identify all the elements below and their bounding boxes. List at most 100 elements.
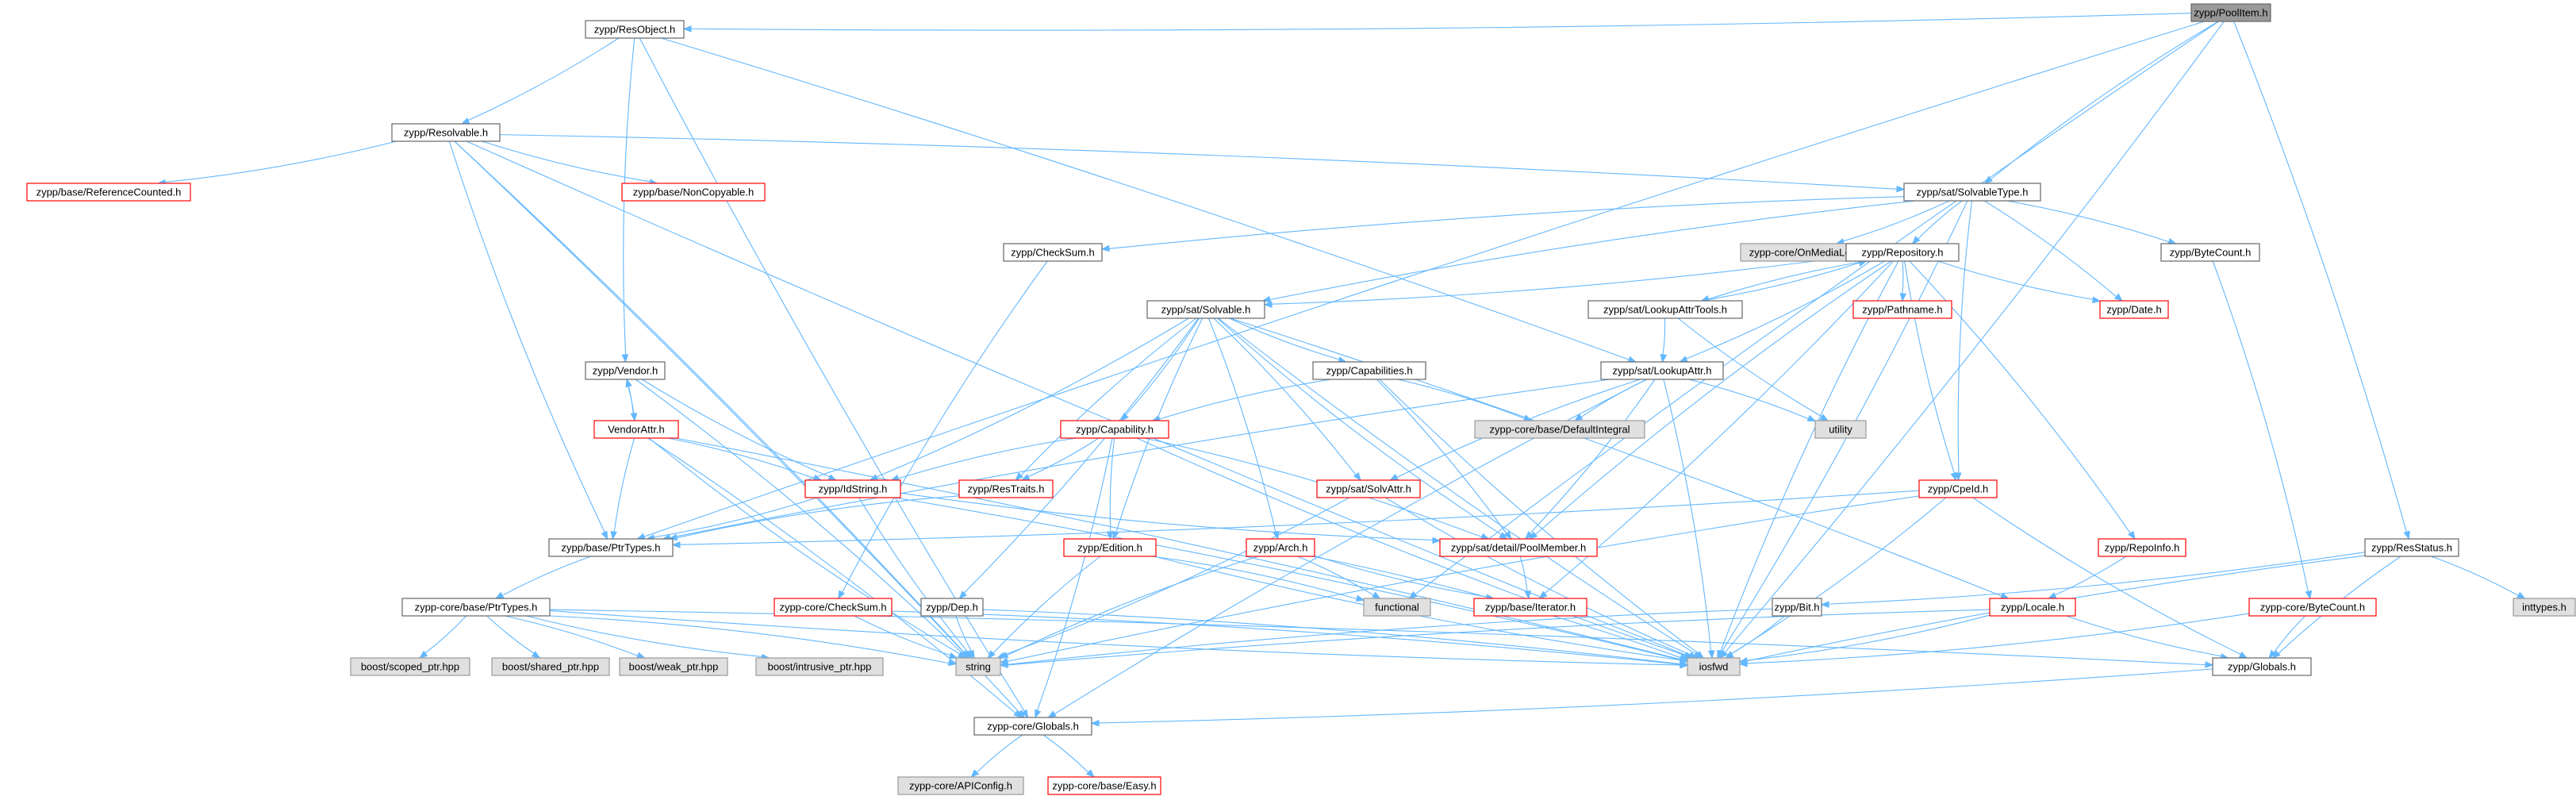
- node-date[interactable]: zypp/Date.h: [2099, 300, 2169, 319]
- node-dep[interactable]: zypp/Dep.h: [920, 598, 984, 617]
- node-check-sum[interactable]: zypp/CheckSum.h: [1003, 243, 1103, 262]
- edge-check-sum-to-core-check-sum: [838, 260, 1048, 600]
- node-arch[interactable]: zypp/Arch.h: [1246, 538, 1315, 557]
- edge-arrowhead: [601, 530, 608, 540]
- edge-arrowhead: [1707, 650, 1715, 660]
- node-res-object[interactable]: zypp/ResObject.h: [585, 20, 685, 39]
- node-capabilities[interactable]: zypp/Capabilities.h: [1312, 361, 1426, 380]
- edge-repository-to-repo-info: [1909, 260, 2136, 540]
- node-resolvable[interactable]: zypp/Resolvable.h: [391, 123, 501, 142]
- edge-arch-to-functional: [1297, 556, 1381, 599]
- node-res-status[interactable]: zypp/ResStatus.h: [2364, 538, 2459, 557]
- node-non-copyable[interactable]: zypp/base/NonCopyable.h: [621, 183, 766, 202]
- node-solvable[interactable]: zypp/sat/Solvable.h: [1146, 300, 1265, 319]
- node-vendor-attr[interactable]: VendorAttr.h: [593, 420, 679, 439]
- node-repo-info[interactable]: zypp/RepoInfo.h: [2098, 538, 2186, 557]
- node-locale[interactable]: zypp/Locale.h: [1989, 598, 2076, 617]
- node-bit[interactable]: zypp/Bit.h: [1772, 598, 1822, 617]
- edge-line: [1828, 552, 2366, 605]
- node-lookup-attr-tools[interactable]: zypp/sat/LookupAttrTools.h: [1587, 300, 1743, 319]
- edge-arrowhead: [2205, 661, 2214, 668]
- node-box: [955, 657, 1001, 676]
- edge-line: [1136, 437, 1686, 656]
- edge-arrowhead: [1372, 591, 1381, 599]
- node-easy[interactable]: zypp-core/base/Easy.h: [1047, 776, 1161, 795]
- node-pool-item[interactable]: zypp/PoolItem.h: [2190, 3, 2271, 22]
- node-box: [774, 598, 893, 617]
- node-box: [1312, 361, 1426, 380]
- node-box: [619, 657, 728, 676]
- edge-arrowhead: [2238, 651, 2248, 659]
- node-ptr-types[interactable]: zypp/base/PtrTypes.h: [548, 538, 674, 557]
- node-box: [2098, 538, 2186, 557]
- edge-line: [1902, 260, 1904, 294]
- node-label: iosfwd: [1699, 660, 1729, 672]
- node-cpe-id[interactable]: zypp/CpeId.h: [1918, 479, 1998, 498]
- node-label: string: [966, 660, 991, 672]
- node-label: boost/scoped_ptr.hpp: [361, 660, 459, 672]
- edge-line: [690, 12, 2192, 31]
- node-box: [401, 598, 551, 617]
- node-capability[interactable]: zypp/Capability.h: [1060, 420, 1169, 439]
- node-zglobals[interactable]: zypp/Globals.h: [2212, 657, 2312, 676]
- edge-line: [1314, 555, 1488, 598]
- node-edition[interactable]: zypp/Edition.h: [1063, 538, 1157, 557]
- node-label: zypp/Dep.h: [926, 601, 978, 613]
- edge-line: [424, 615, 467, 654]
- node-id-string[interactable]: zypp/IdString.h: [804, 479, 901, 498]
- edge-line: [1098, 668, 2213, 724]
- edge-line: [448, 140, 605, 533]
- node-label: zypp-core/base/PtrTypes.h: [415, 601, 538, 613]
- node-res-traits[interactable]: zypp/ResTraits.h: [958, 479, 1054, 498]
- edge-line: [2006, 200, 2170, 243]
- edge-solvable-type-to-repository: [1911, 200, 1963, 244]
- edge-core-ptr-types-to-weak-ptr: [505, 615, 646, 659]
- edge-line: [670, 379, 1610, 539]
- node-core-ptr-types[interactable]: zypp-core/base/PtrTypes.h: [401, 598, 551, 617]
- edge-core-globals-to-easy: [1042, 734, 1095, 778]
- edge-arrowhead: [494, 591, 505, 599]
- edge-arrowhead: [1627, 356, 1637, 363]
- node-box: [1852, 300, 1952, 319]
- edge-arrowhead: [1896, 185, 1906, 193]
- edge-line: [876, 317, 1189, 478]
- node-lookup-attr[interactable]: zypp/sat/LookupAttr.h: [1600, 361, 1724, 380]
- node-solvable-type[interactable]: zypp/sat/SolvableType.h: [1903, 183, 2041, 202]
- node-scoped-ptr: boost/scoped_ptr.hpp: [350, 657, 470, 676]
- edge-arrowhead: [1695, 650, 1705, 659]
- node-label: zypp/Capability.h: [1076, 423, 1154, 435]
- node-core-check-sum[interactable]: zypp-core/CheckSum.h: [774, 598, 893, 617]
- edge-vendor-attr-to-id-string: [667, 437, 823, 481]
- edge-solvable-to-locale: [1230, 317, 2010, 599]
- edge-arrowhead: [1820, 601, 1829, 608]
- node-core-globals[interactable]: zypp-core/Globals.h: [973, 717, 1092, 736]
- node-solv-attr[interactable]: zypp/sat/SolvAttr.h: [1316, 479, 1421, 498]
- edge-line: [1020, 317, 1197, 476]
- edge-line: [1909, 260, 2131, 534]
- edge-locale-to-string: [999, 609, 1991, 668]
- edge-core-ptr-types-to-string: [549, 615, 958, 667]
- edge-arrowhead: [1106, 531, 1114, 540]
- edge-line: [2066, 615, 2221, 657]
- edge-solvable-to-res-traits: [1015, 317, 1197, 481]
- node-core-byte-count[interactable]: zypp-core/ByteCount.h: [2248, 598, 2377, 617]
- node-intrusive-ptr: boost/intrusive_ptr.hpp: [755, 657, 884, 676]
- node-vendor[interactable]: zypp/Vendor.h: [585, 361, 666, 380]
- node-iosfwd: iosfwd: [1687, 657, 1741, 676]
- node-label: VendorAttr.h: [608, 423, 665, 435]
- edge-line: [454, 140, 1020, 713]
- node-ref-counted[interactable]: zypp/base/ReferenceCounted.h: [26, 183, 191, 202]
- edge-line: [648, 437, 961, 655]
- edge-arrowhead: [1525, 531, 1534, 540]
- edge-arrowhead: [1524, 590, 1532, 600]
- node-label: functional: [1375, 601, 1419, 613]
- node-pool-member[interactable]: zypp/sat/detail/PoolMember.h: [1439, 538, 1598, 557]
- node-box: [1316, 479, 1421, 498]
- node-repository[interactable]: zypp/Repository.h: [1845, 243, 1960, 262]
- node-pathname[interactable]: zypp/Pathname.h: [1852, 300, 1952, 319]
- node-byte-count[interactable]: zypp/ByteCount.h: [2160, 243, 2260, 262]
- edge-line: [2273, 615, 2305, 653]
- node-iterator[interactable]: zypp/base/Iterator.h: [1473, 598, 1587, 617]
- edge-arrowhead: [958, 590, 968, 599]
- node-box: [1047, 776, 1161, 795]
